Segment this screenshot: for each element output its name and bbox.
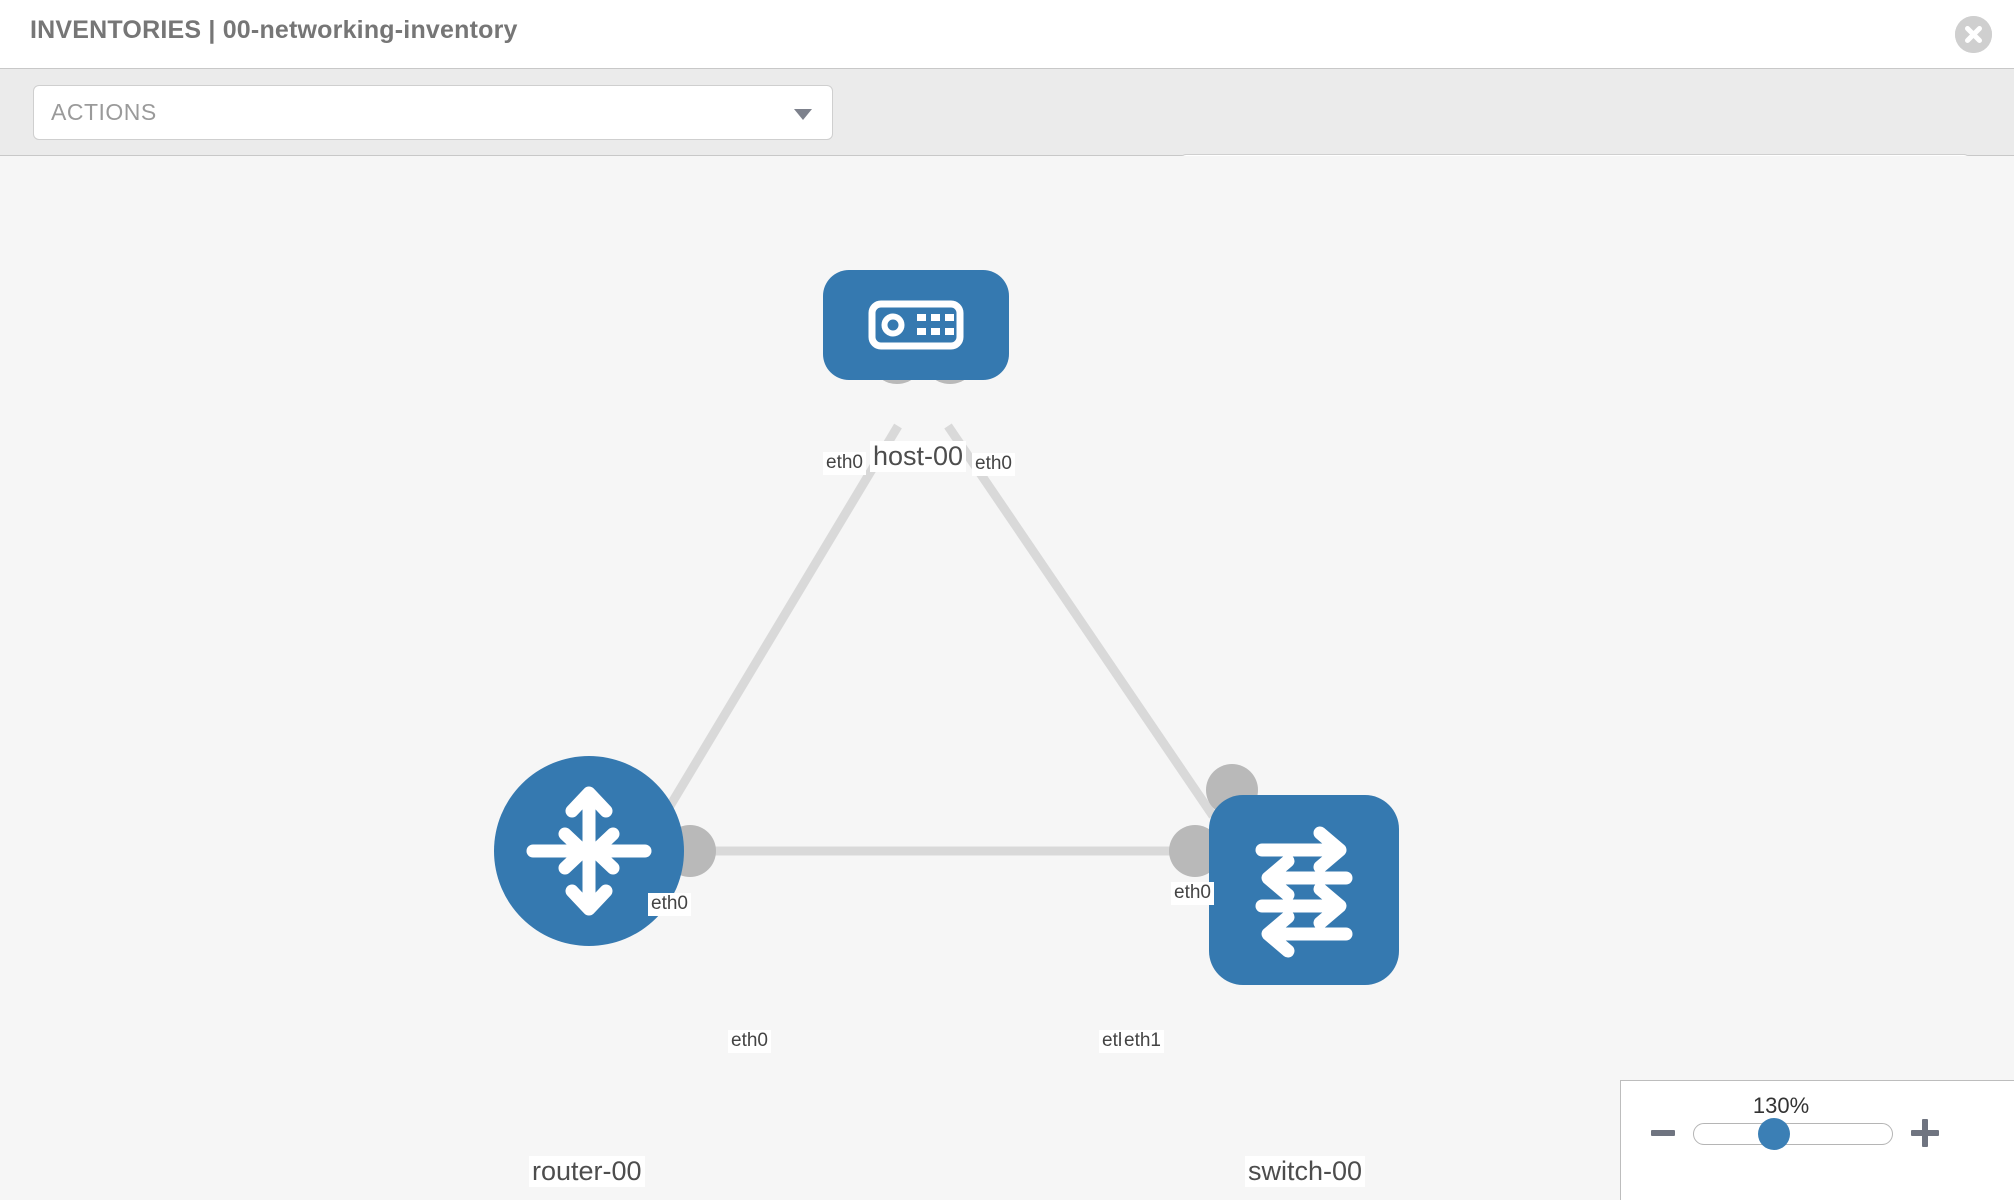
switch-arrows-icon [1255, 826, 1353, 958]
chevron-down-icon [794, 108, 812, 120]
minus-icon[interactable] [1651, 1130, 1675, 1136]
node-host-00-shape [823, 270, 1009, 380]
topology-links [636, 423, 1217, 859]
iface-label-router00-to-host00: eth0 [648, 893, 691, 916]
iface-label-host00-to-router00: eth0 [823, 452, 866, 475]
page-header: INVENTORIES | 00-networking-inventory [0, 0, 2014, 69]
zoom-slider[interactable] [1693, 1123, 1893, 1145]
zoom-slider-handle[interactable] [1758, 1118, 1790, 1150]
node-label-router-00: router-00 [529, 1156, 645, 1188]
server-appliance-icon [868, 300, 964, 350]
topology-canvas[interactable]: host-00 router-00 switch-00 eth0 eth0 et… [0, 156, 2014, 1200]
link-host00-switch00 [944, 423, 1217, 819]
page-title: INVENTORIES | 00-networking-inventory [30, 16, 518, 44]
iface-label-switch00-to-host00: eth0 [1171, 882, 1214, 905]
toolbar: ACTIONS SEARCH [0, 69, 2014, 209]
endpoint-switch00-left [1169, 825, 1221, 877]
iface-label-switch00-to-router00: eth1 [1121, 1030, 1164, 1053]
node-switch-00-shape [1209, 795, 1399, 985]
actions-dropdown[interactable]: ACTIONS [33, 85, 833, 140]
topology-endpoints [664, 328, 1258, 877]
node-router-00 [494, 756, 684, 946]
node-label-host-00: host-00 [870, 441, 967, 473]
iface-label-host00-to-switch00: eth0 [972, 453, 1015, 476]
close-icon[interactable] [1955, 16, 1992, 53]
zoom-level-value: 130% [1752, 1093, 1810, 1118]
plus-icon[interactable] [1911, 1119, 1939, 1147]
node-label-switch-00: switch-00 [1245, 1156, 1366, 1188]
actions-dropdown-label: ACTIONS [51, 99, 157, 125]
four-way-arrows-icon [526, 786, 652, 916]
iface-label-router00-to-switch00: eth0 [728, 1030, 771, 1053]
zoom-control-panel: 130% [1620, 1080, 2014, 1200]
node-host-00 [823, 270, 1009, 380]
node-switch-00 [1209, 795, 1399, 985]
topology-graph [494, 270, 1399, 985]
link-host00-router00 [636, 423, 902, 859]
